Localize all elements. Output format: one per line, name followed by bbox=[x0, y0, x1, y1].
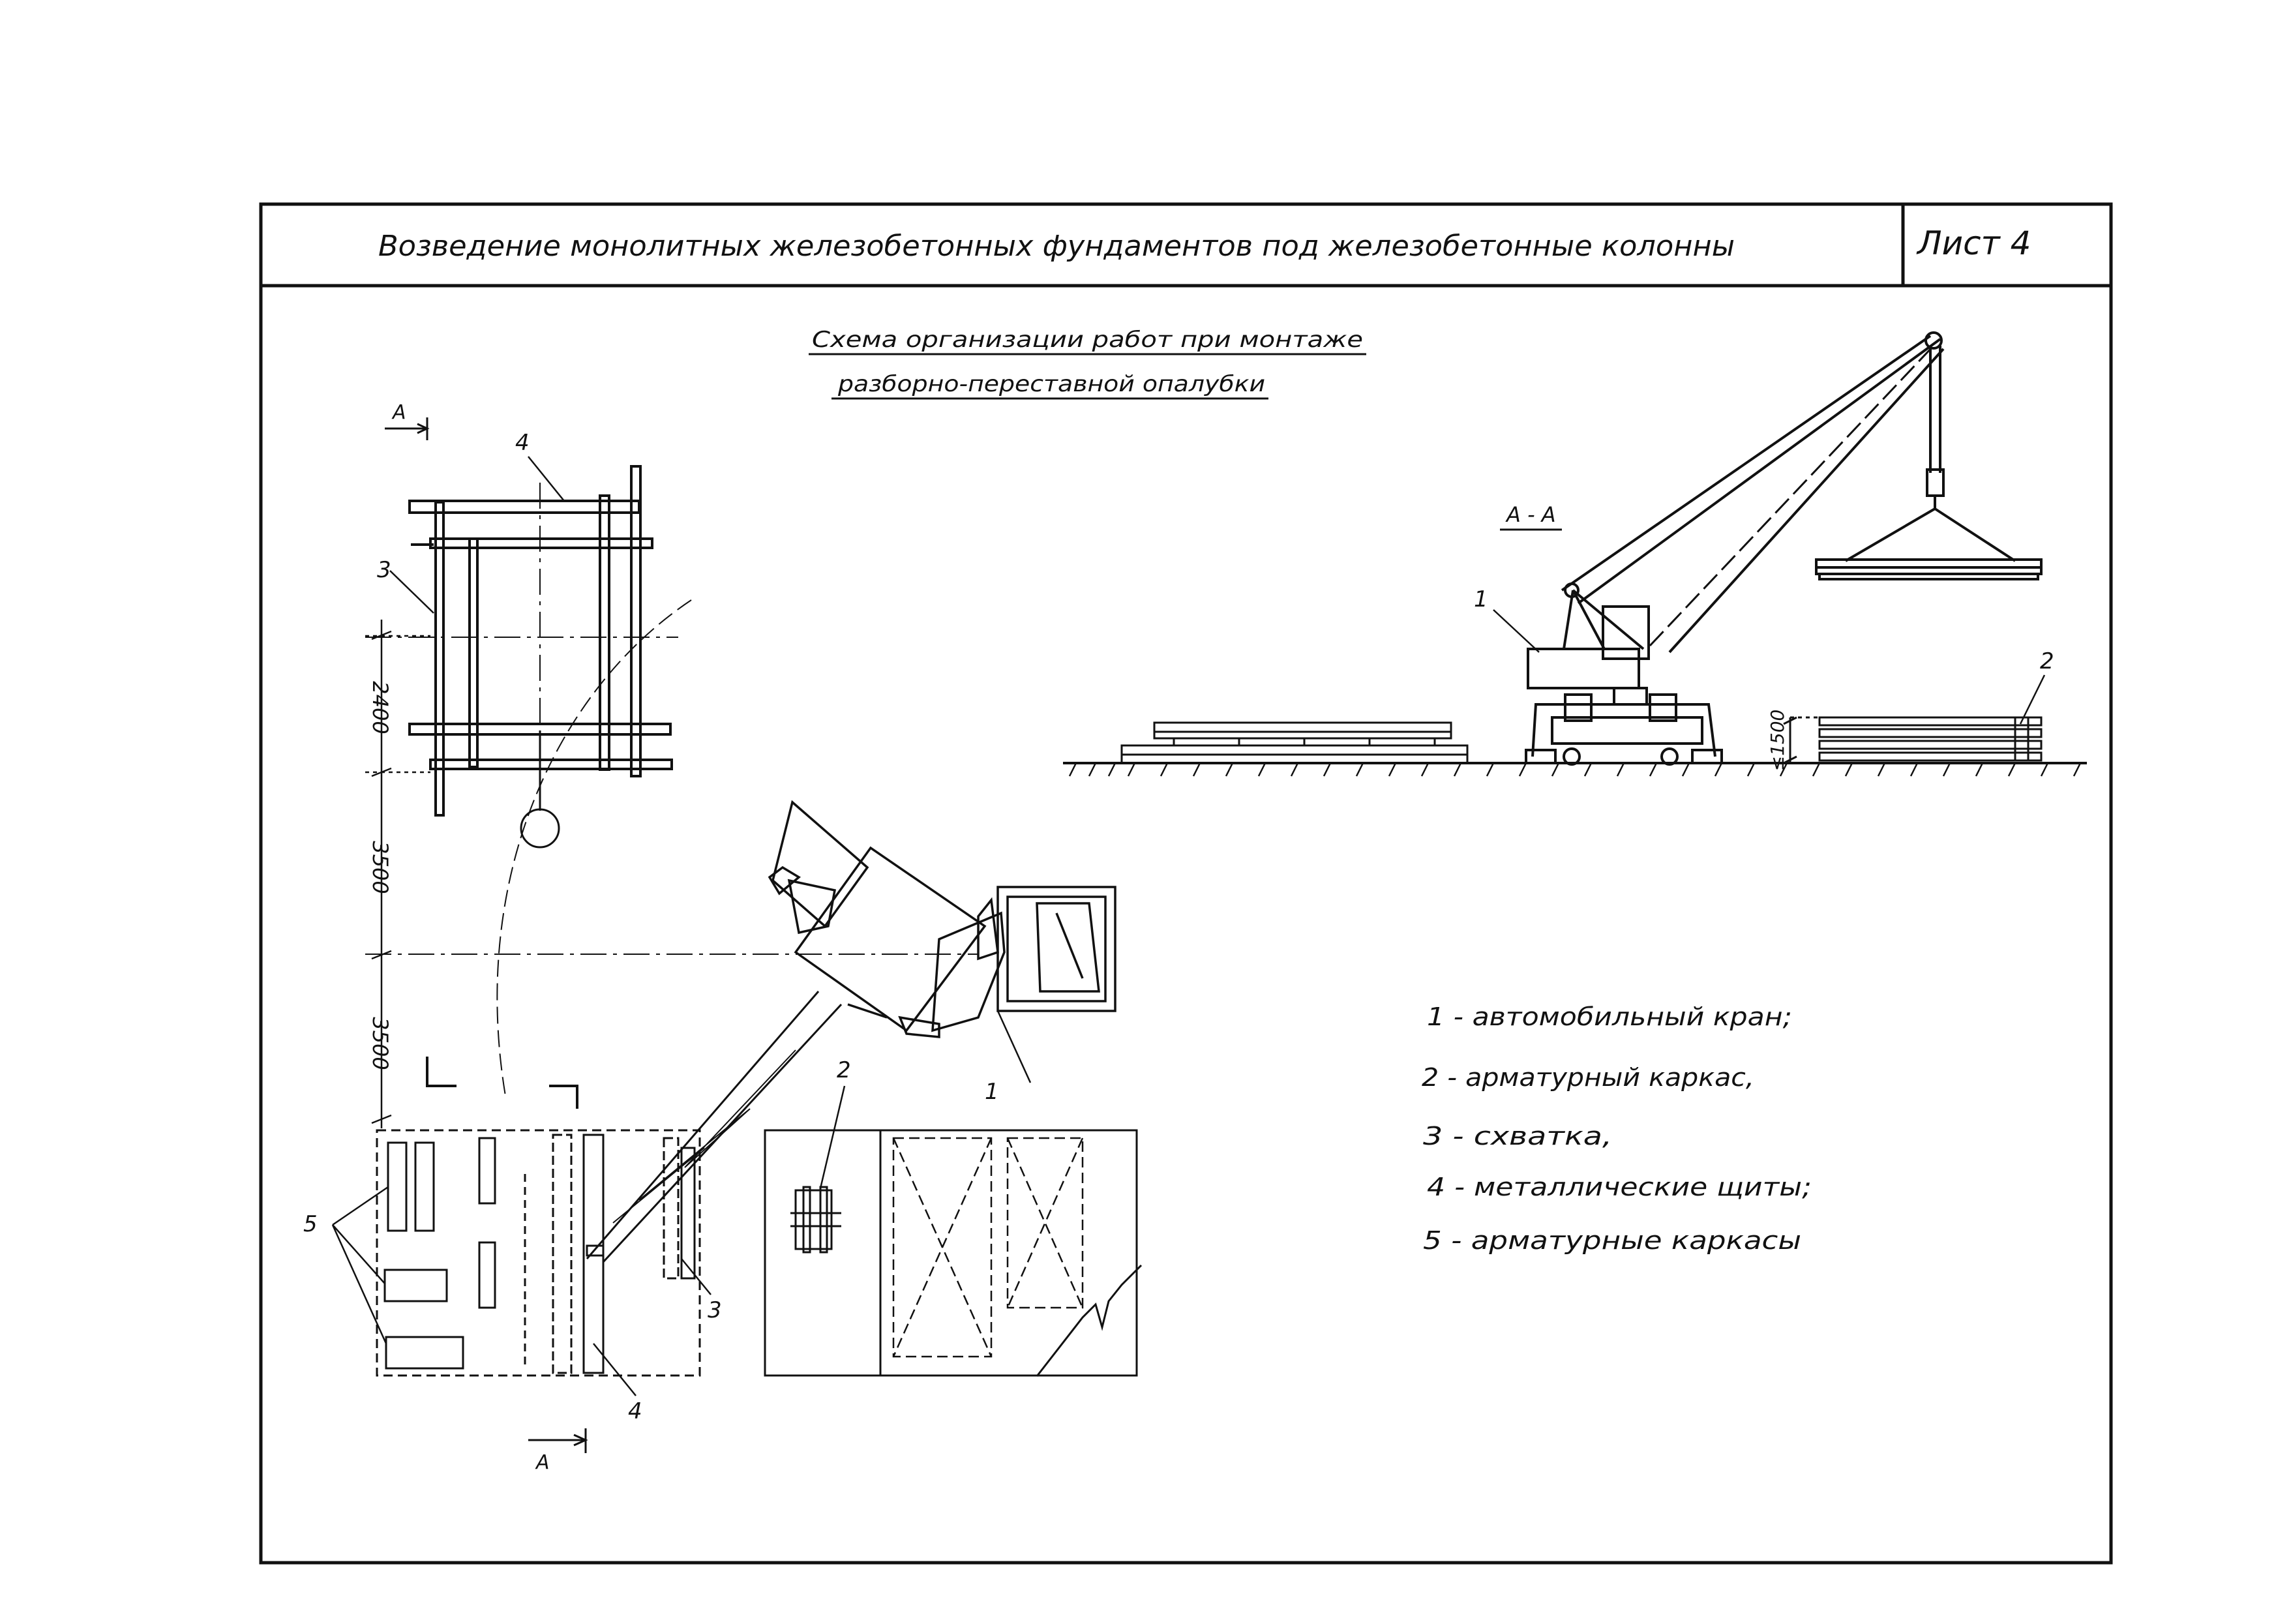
title-block bbox=[259, 202, 2113, 1565]
reinforcement-cages-5 bbox=[383, 1137, 496, 1370]
legend-item: 1 - автомобильный кран; bbox=[1427, 1002, 1792, 1031]
corner-mark-right bbox=[549, 1085, 578, 1109]
callout-2-plan: 2 bbox=[837, 1057, 851, 1083]
formwork-frame bbox=[408, 465, 673, 817]
leader-4-bottom bbox=[593, 1343, 636, 1396]
leader-2-section bbox=[2019, 674, 2046, 725]
ground-hatching bbox=[1068, 762, 2082, 777]
scheme-title-line2: разборно-переставной опалубки bbox=[837, 371, 1265, 397]
stacked-shields-left bbox=[1120, 721, 1469, 764]
sheet-number: Лист 4 bbox=[1916, 224, 2031, 262]
callout-1-section: 1 bbox=[1474, 586, 1488, 612]
leader-2-plan bbox=[819, 1085, 846, 1189]
dimension-3500-lower: 3500 bbox=[368, 1017, 393, 1070]
legend-item: 3 - схватка, bbox=[1423, 1122, 1612, 1150]
section-mark-bottom-letter: А bbox=[535, 1451, 550, 1474]
dimension-2400: 2400 bbox=[368, 681, 393, 734]
crane-body-plan bbox=[768, 800, 1116, 1038]
crane-boom-plan bbox=[586, 991, 843, 1263]
callout-5: 5 bbox=[303, 1211, 318, 1237]
crane-swing-arc bbox=[496, 599, 692, 1096]
plan-axes bbox=[365, 483, 978, 955]
stack-height-dimension: ≤1500 bbox=[1767, 710, 1788, 772]
section-mark-bottom bbox=[528, 1428, 588, 1453]
scheme-title-line1: Схема организации работ при монтаже bbox=[812, 327, 1363, 353]
callout-3-top: 3 bbox=[377, 557, 391, 583]
leader-1-plan bbox=[996, 1010, 1032, 1083]
leader-4-top bbox=[528, 456, 565, 502]
plan-view: А bbox=[303, 401, 1143, 1474]
stacked-cages-right bbox=[1783, 716, 2043, 764]
corner-mark-left bbox=[426, 1057, 457, 1087]
section-mark-top-letter: А bbox=[391, 401, 406, 424]
storage-area bbox=[376, 1129, 701, 1377]
leader-3-top bbox=[389, 570, 434, 614]
callout-3-bottom: 3 bbox=[708, 1297, 722, 1323]
section-label: А - А bbox=[1505, 502, 1556, 527]
formwork-panels-plan bbox=[892, 1137, 1084, 1358]
section-mark-top bbox=[385, 417, 430, 440]
leader-3-bottom bbox=[681, 1258, 711, 1295]
callout-2-section: 2 bbox=[2040, 648, 2054, 674]
legend-item: 2 - арматурный каркас, bbox=[1422, 1063, 1754, 1092]
object-area bbox=[764, 1129, 1138, 1377]
callout-4-bottom: 4 bbox=[628, 1398, 642, 1424]
drawing-frame bbox=[259, 202, 2113, 1565]
legend: 1 - автомобильный кран; 2 - арматурный к… bbox=[1422, 1002, 1812, 1255]
crane-section bbox=[1525, 331, 2043, 766]
dimension-chain bbox=[365, 620, 430, 1128]
cage-2-plan bbox=[790, 1186, 841, 1254]
legend-item: 5 - арматурные каркасы bbox=[1423, 1226, 1801, 1255]
legend-item: 4 - металлические щиты; bbox=[1427, 1173, 1812, 1201]
leader-5 bbox=[331, 1186, 389, 1344]
dimension-3500-upper: 3500 bbox=[368, 841, 393, 894]
break-line bbox=[1036, 1264, 1143, 1377]
callout-4-top: 4 bbox=[515, 430, 530, 456]
leader-1-section bbox=[1493, 609, 1540, 653]
callout-1-plan: 1 bbox=[985, 1079, 999, 1105]
drawing-title: Возведение монолитных железобетонных фун… bbox=[378, 230, 1735, 263]
section-view: А - А bbox=[1063, 331, 2087, 777]
load-hook-circle bbox=[520, 808, 560, 849]
